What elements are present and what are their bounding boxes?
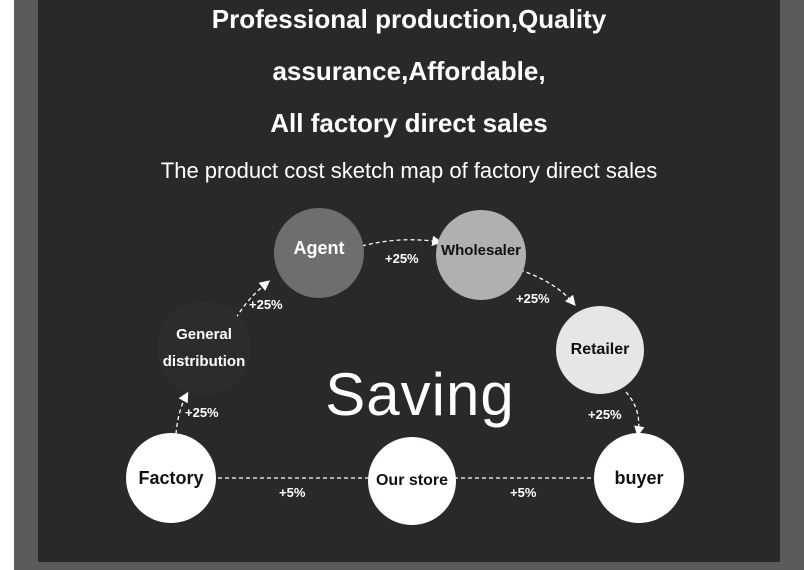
node-buyer: buyer (594, 433, 684, 523)
node-wholesaler-label: Wholesaler (440, 241, 522, 259)
arrow-wholesaler-to-retailer (519, 269, 576, 307)
diagram-subtitle: The product cost sketch map of factory d… (160, 158, 658, 183)
markup-agent-to-wholesaler: +25% (385, 251, 419, 266)
node-agent-label: Agent (293, 237, 345, 258)
node-retailer-label: Retailer (570, 341, 630, 358)
markup-wholesaler-to-retailer: +25% (516, 291, 550, 306)
markup-general-to-agent: +25% (249, 297, 283, 312)
node-general-label-2: distribution (162, 353, 246, 370)
node-agent: Agent (274, 208, 364, 298)
arrow-retailer-to-buyer (625, 391, 645, 437)
markup-store-to-buyer: +5% (510, 485, 537, 500)
saving-label: Saving (325, 361, 515, 428)
markup-factory-to-general: +25% (185, 405, 219, 420)
markup-retailer-to-buyer: +25% (588, 407, 622, 422)
node-factory: Factory (126, 433, 216, 523)
markup-factory-to-store: +5% (279, 485, 306, 500)
node-buyer-label: buyer (614, 467, 664, 488)
frame-bottom (14, 562, 804, 570)
node-retailer: Retailer (556, 306, 644, 394)
node-our-store: Our store (368, 437, 456, 525)
arrow-factory-to-general (175, 391, 189, 435)
arrow-general-to-agent (235, 280, 271, 319)
arrow-agent-to-wholesaler (361, 235, 443, 247)
node-our-store-label: Our store (375, 472, 448, 489)
headline-line-2: assurance,Affordable, (272, 56, 546, 86)
headline-line-3: All factory direct sales (270, 108, 548, 138)
frame-left (14, 0, 38, 570)
node-general-label-1: General (176, 326, 232, 343)
frame-right (780, 0, 804, 570)
node-factory-label: Factory (138, 467, 204, 488)
headline-line-1: Professional production,Quality (211, 4, 607, 34)
node-general-distribution: General distribution (158, 302, 250, 394)
node-wholesaler: Wholesaler (436, 210, 526, 300)
